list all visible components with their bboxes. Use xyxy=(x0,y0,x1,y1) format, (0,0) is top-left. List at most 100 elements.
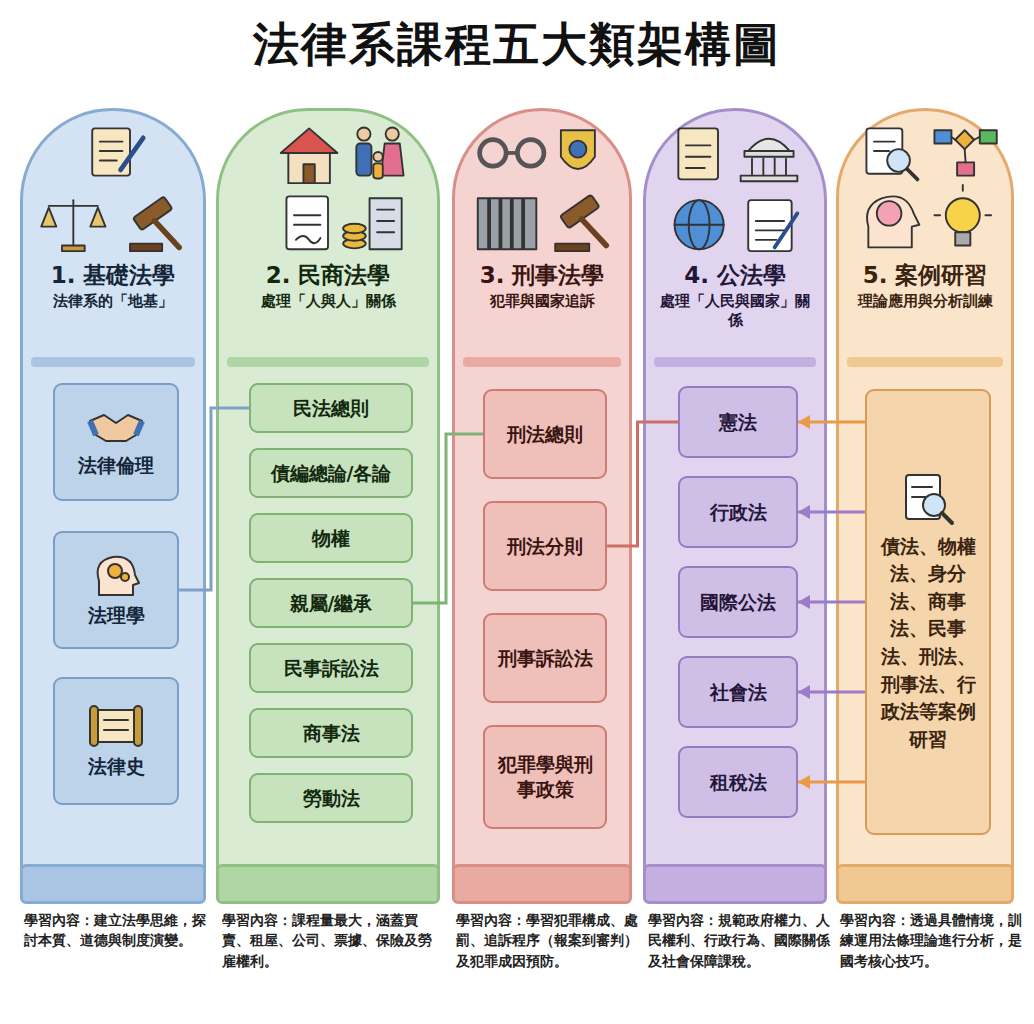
pillar-base xyxy=(452,864,632,904)
course-name: 犯罪學與刑事政策 xyxy=(491,752,599,801)
connector xyxy=(179,408,249,590)
course-name: 物權 xyxy=(312,526,350,551)
learning-note: 學習內容：規範政府權力、人民權利、行政行為、國際關係及社會保障課稅。 xyxy=(648,910,834,971)
connector-line xyxy=(607,422,678,546)
pillar-subtitle: 處理「人與人」關係 xyxy=(223,292,433,312)
box-icon xyxy=(86,407,146,447)
course-name: 法律史 xyxy=(88,754,145,779)
connector xyxy=(798,415,865,429)
course-box: 刑法總則 xyxy=(483,389,607,479)
course-box: 民事訴訟法 xyxy=(249,643,413,693)
thinking-head-icon xyxy=(91,553,141,597)
course-box: 法理學 xyxy=(53,531,179,649)
course-box: 國際公法 xyxy=(678,566,798,638)
pillar-capital xyxy=(463,357,621,367)
course-name: 刑事訴訟法 xyxy=(498,646,593,671)
pillar-head: 3. 刑事法學犯罪與國家追訴 xyxy=(459,261,625,311)
pillar-base xyxy=(836,864,1014,904)
pillar-capital xyxy=(847,357,1003,367)
pillar-title: 5. 案例研習 xyxy=(843,261,1007,290)
connector-line xyxy=(179,408,249,590)
pillar: 1. 基礎法學法律系的「地基」法律倫理法理學法律史 xyxy=(20,108,206,904)
course-box: 親屬/繼承 xyxy=(249,578,413,628)
connector-line xyxy=(798,511,865,514)
pillar-icons xyxy=(243,115,413,257)
connector xyxy=(413,434,483,603)
course-box: 債法、物權法、身分法、商事法、民事法、刑法、刑事法、行政法等案例研習 xyxy=(865,389,991,835)
pillar-subtitle: 法律系的「地基」 xyxy=(27,292,199,312)
course-box: 刑事訴訟法 xyxy=(483,613,607,703)
course-name: 行政法 xyxy=(710,500,767,525)
course-name: 商事法 xyxy=(303,721,360,746)
course-box: 租稅法 xyxy=(678,746,798,818)
magnifier-icon xyxy=(898,471,958,527)
course-name: 債編總論/各論 xyxy=(271,461,392,486)
course-box: 法律史 xyxy=(53,677,179,805)
connector-line xyxy=(798,421,865,424)
connector-line xyxy=(798,691,865,694)
pillar-capital xyxy=(227,357,429,367)
course-name: 社會法 xyxy=(710,680,767,705)
course-name: 勞動法 xyxy=(303,786,360,811)
course-box: 民法總則 xyxy=(249,383,413,433)
course-box: 債編總論/各論 xyxy=(249,448,413,498)
pillar-title: 3. 刑事法學 xyxy=(459,261,625,290)
course-name: 刑法總則 xyxy=(507,422,583,447)
course-box: 商事法 xyxy=(249,708,413,758)
pillar-capital xyxy=(31,357,195,367)
course-box: 法律倫理 xyxy=(53,383,179,501)
pillar: 3. 刑事法學犯罪與國家追訴刑法總則刑法分則刑事訴訟法犯罪學與刑事政策 xyxy=(452,108,632,904)
arrow-head xyxy=(798,415,810,429)
learning-note: 學習內容：課程量最大，涵蓋買賣、租屋、公司、票據、保險及勞雇權利。 xyxy=(222,910,436,971)
pillar-subtitle: 處理「人民與國家」關係 xyxy=(650,292,820,331)
pillar: 2. 民商法學處理「人與人」關係民法總則債編總論/各論物權親屬/繼承民事訴訟法商… xyxy=(216,108,440,904)
diagram-title: 法律系課程五大類架構圖 xyxy=(0,14,1034,76)
pillar: 4. 公法學處理「人民與國家」關係憲法行政法國際公法社會法租稅法 xyxy=(643,108,827,904)
arrow-head xyxy=(798,775,810,789)
course-box: 勞動法 xyxy=(249,773,413,823)
course-name: 民法總則 xyxy=(293,396,369,421)
course-box: 社會法 xyxy=(678,656,798,728)
pillar-subtitle: 理論應用與分析訓練 xyxy=(843,292,1007,312)
pillar-title: 2. 民商法學 xyxy=(223,261,433,290)
pillar-title: 4. 公法學 xyxy=(650,261,820,290)
connector xyxy=(798,505,865,519)
course-name: 法理學 xyxy=(88,603,145,628)
course-name: 債法、物權法、身分法、商事法、民事法、刑法、刑事法、行政法等案例研習 xyxy=(873,533,983,753)
arrow-head xyxy=(798,685,810,699)
pillar-head: 4. 公法學處理「人民與國家」關係 xyxy=(650,261,820,331)
box-icon xyxy=(91,553,141,597)
connector xyxy=(798,685,865,699)
pillar-title: 1. 基礎法學 xyxy=(27,261,199,290)
pillar-icons xyxy=(840,115,1010,257)
handshake-icon xyxy=(86,407,146,447)
pillar-head: 1. 基礎法學法律系的「地基」 xyxy=(27,261,199,311)
pillar-base xyxy=(216,864,440,904)
pillar-subtitle: 犯罪與國家追訴 xyxy=(459,292,625,312)
course-name: 憲法 xyxy=(719,410,757,435)
course-name: 法律倫理 xyxy=(78,453,154,478)
pillar-icons xyxy=(28,115,198,257)
pillar-icons xyxy=(650,115,820,257)
course-box: 行政法 xyxy=(678,476,798,548)
box-icon xyxy=(898,471,958,527)
pillar: 5. 案例研習理論應用與分析訓練債法、物權法、身分法、商事法、民事法、刑法、刑事… xyxy=(836,108,1014,904)
course-name: 民事訴訟法 xyxy=(284,656,379,681)
pillar-icons xyxy=(457,115,627,257)
learning-note: 學習內容：學習犯罪構成、處罰、追訴程序（報案到審判）及犯罪成因預防。 xyxy=(456,910,642,971)
box-icon xyxy=(86,704,146,748)
course-box: 犯罪學與刑事政策 xyxy=(483,725,607,829)
learning-note: 學習內容：透過具體情境，訓練運用法條理論進行分析，是國考核心技巧。 xyxy=(840,910,1026,971)
course-box: 憲法 xyxy=(678,386,798,458)
connector-line xyxy=(798,781,865,784)
course-box: 刑法分則 xyxy=(483,501,607,591)
connector xyxy=(607,422,678,546)
course-name: 刑法分則 xyxy=(507,534,583,559)
connector xyxy=(798,775,865,789)
connector xyxy=(798,595,865,609)
arrow-head xyxy=(798,505,810,519)
course-name: 親屬/繼承 xyxy=(290,591,373,616)
learning-note: 學習內容：建立法學思維，探討本質、道德與制度演變。 xyxy=(24,910,210,951)
connector-line xyxy=(413,434,483,603)
